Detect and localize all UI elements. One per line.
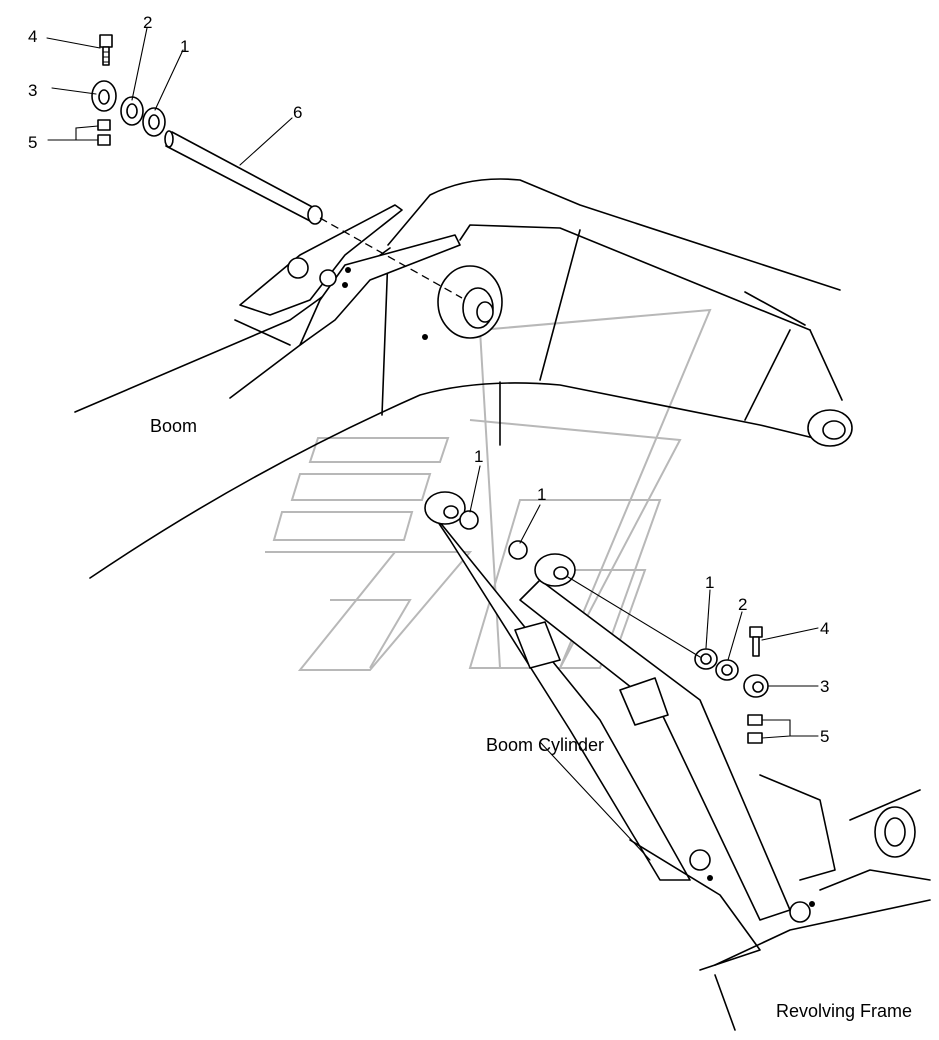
callout-3-lower: 3 xyxy=(820,677,829,696)
hardware-lower-right xyxy=(567,576,769,744)
hardware-top-left xyxy=(91,34,166,146)
callout-5: 5 xyxy=(28,133,37,152)
callout-2: 2 xyxy=(143,13,152,32)
callout-4-lower: 4 xyxy=(820,619,829,638)
callout-3: 3 xyxy=(28,81,37,100)
revolving-frame-label: Revolving Frame xyxy=(776,1001,912,1021)
revolving-frame xyxy=(629,774,931,1031)
callout-1-lower: 1 xyxy=(705,573,714,592)
pin-6 xyxy=(164,130,463,299)
callout-2-lower: 2 xyxy=(738,595,747,614)
boom-cylinder-label: Boom Cylinder xyxy=(486,735,604,755)
boom-cylinder xyxy=(424,491,791,921)
watermark-logo xyxy=(265,308,712,671)
leader-lines xyxy=(46,27,819,861)
callout-1: 1 xyxy=(180,37,189,56)
callout-1-cylinder-left: 1 xyxy=(474,447,483,466)
callout-6: 6 xyxy=(293,103,302,122)
callout-1-cylinder-right: 1 xyxy=(537,485,546,504)
boom-label: Boom xyxy=(150,416,197,436)
callout-4: 4 xyxy=(28,27,37,46)
callout-5-lower: 5 xyxy=(820,727,829,746)
boom-body xyxy=(74,178,853,579)
